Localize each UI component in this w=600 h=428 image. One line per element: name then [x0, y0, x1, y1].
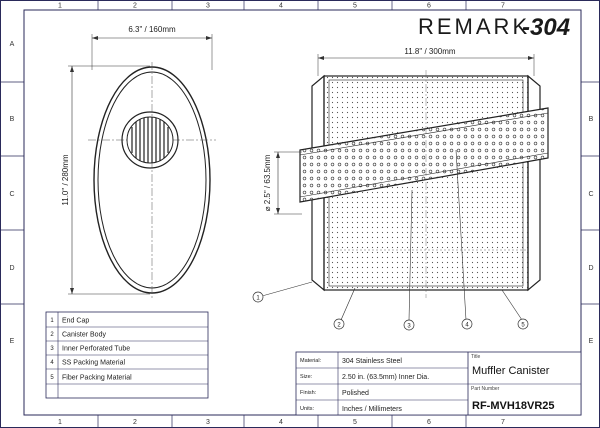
grid-row-e-right: E — [589, 338, 594, 345]
inlet-pipe-inner — [126, 116, 174, 164]
end-width-dimension: 6.3" / 160mm — [128, 25, 176, 34]
grid-col-1-bottom: 1 — [58, 419, 62, 426]
grid-col-5: 5 — [353, 3, 357, 10]
grid-col-3-bottom: 3 — [206, 419, 210, 426]
inlet-pipe-outer — [121, 111, 179, 169]
brand-name: REMARK — [418, 14, 530, 39]
callout-3: 3 — [407, 324, 411, 330]
parts-list-table: 1 End Cap 2 Canister Body 3 Inner Perfor… — [45, 311, 209, 399]
tube-diameter-dimension: ⌀ 2.5" / 63.5mm — [263, 154, 272, 211]
part-name-3: Inner Perforated Tube — [62, 346, 130, 353]
part-number-caption: Part Number — [471, 386, 500, 392]
grid-col-1: 1 — [58, 3, 62, 10]
callout-1: 1 — [256, 296, 260, 302]
grid-column-labels-bottom: 1 2 3 4 5 6 7 — [58, 419, 505, 426]
grid-col-2-bottom: 2 — [133, 419, 137, 426]
right-end-cap — [527, 74, 541, 292]
part-number-3: 3 — [50, 346, 54, 352]
spec-value-finish: Polished — [342, 390, 369, 397]
spec-value-size: 2.50 in. (63.5mm) Inner Dia. — [342, 374, 429, 381]
grid-row-d-right: D — [588, 265, 593, 272]
grid-row-d: D — [9, 265, 14, 272]
part-name-4: SS Packing Material — [62, 360, 125, 367]
callout-5: 5 — [521, 323, 525, 329]
spec-value-units: Inches / Millimeters — [342, 406, 402, 413]
brand-logo: REMARK -304 — [418, 14, 570, 41]
grid-row-a: A — [10, 41, 15, 48]
part-number: RF-MVH18VR25 — [472, 400, 555, 412]
callouts — [261, 149, 523, 321]
spec-label-finish: Finish: — [300, 390, 317, 396]
perforated-tube — [299, 107, 549, 203]
body-length-dimension: 11.8" / 300mm — [404, 47, 455, 56]
grid-row-b-right: B — [589, 116, 594, 123]
callout-4: 4 — [465, 323, 469, 329]
side-view: 11.8" / 300mm ⌀ 2.5" / 63.5mm — [263, 47, 549, 298]
inlet-pipe-slats — [131, 117, 169, 163]
part-name-1: End Cap — [62, 318, 89, 325]
part-name-2: Canister Body — [62, 332, 106, 339]
grid-col-7-bottom: 7 — [501, 419, 505, 426]
end-height-dimension: 11.0" / 280mm — [61, 154, 70, 205]
spec-label-units: Units: — [300, 406, 315, 412]
grid-col-4: 4 — [279, 3, 283, 10]
grid-row-b: B — [10, 116, 15, 123]
spec-label-size: Size: — [300, 374, 313, 380]
part-name-5: Fiber Packing Material — [62, 375, 132, 382]
spec-value-material: 304 Stainless Steel — [342, 358, 402, 365]
grid-col-7: 7 — [501, 3, 505, 10]
grid-column-labels-top: 1 2 3 4 5 6 7 — [58, 3, 505, 10]
part-number-4: 4 — [50, 360, 54, 366]
grid-col-3: 3 — [206, 3, 210, 10]
grid-row-labels-right: B C D E — [588, 116, 593, 345]
spec-label-material: Material: — [300, 358, 322, 364]
callout-bubbles: 1 2 3 4 5 — [252, 291, 529, 331]
grid-col-4-bottom: 4 — [279, 419, 283, 426]
brand-model: -304 — [522, 14, 570, 41]
grid-row-e: E — [10, 338, 15, 345]
grid-row-c: C — [9, 191, 14, 198]
title-caption: Title — [471, 354, 480, 360]
title-block: Material: 304 Stainless Steel Size: 2.50… — [295, 351, 582, 416]
grid-col-6-bottom: 6 — [427, 419, 431, 426]
grid-col-2: 2 — [133, 3, 137, 10]
part-number-5: 5 — [50, 375, 54, 381]
part-number-2: 2 — [50, 332, 54, 338]
grid-row-c-right: C — [588, 191, 593, 198]
grid-row-labels-left: A B C D E — [9, 41, 14, 345]
end-view: 6.3" / 160mm 11.0" / 280mm — [61, 25, 216, 298]
drawing-title: Muffler Canister — [472, 365, 550, 377]
grid-col-6: 6 — [427, 3, 431, 10]
callout-2: 2 — [337, 323, 341, 329]
grid-col-5-bottom: 5 — [353, 419, 357, 426]
part-number-1: 1 — [50, 318, 54, 324]
